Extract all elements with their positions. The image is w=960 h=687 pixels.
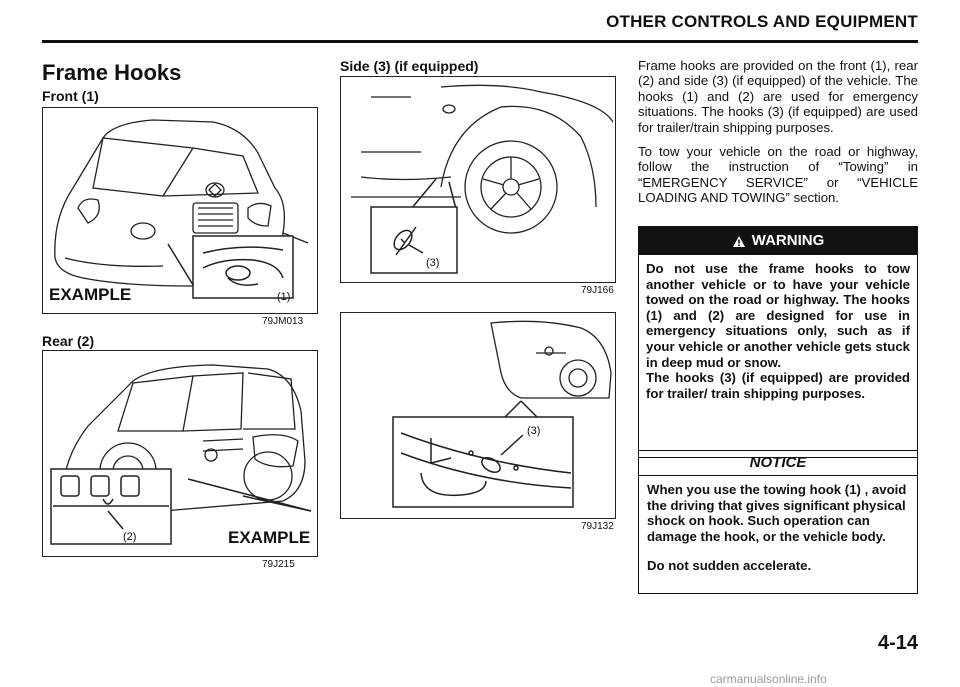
side-detail-figure-code: 79J132 — [581, 521, 614, 532]
side-figure-label: Side (3) (if equipped) — [340, 58, 479, 74]
section-header: OTHER CONTROLS AND EQUIPMENT — [606, 12, 918, 31]
warning-body: Do not use the frame hooks to tow anothe… — [639, 255, 917, 407]
front-hook-figure: EXAMPLE (1) — [42, 107, 318, 314]
warning-box: WARNING Do not use the frame hooks to to… — [638, 226, 918, 458]
warning-triangle-icon — [732, 235, 746, 248]
watermark: carmanualsonline.info — [710, 672, 827, 686]
rear-figure-label: Rear (2) — [42, 333, 95, 349]
warning-title: WARNING — [751, 232, 825, 249]
front-example-label: EXAMPLE — [49, 285, 132, 304]
notice-box: NOTICE When you use the towing hook (1) … — [638, 450, 918, 594]
rear-car-illustration — [50, 364, 312, 545]
side-car-illustration — [351, 84, 614, 274]
rear-hook-callout: (2) — [123, 531, 137, 543]
side-figure-code: 79J166 — [581, 285, 614, 296]
page-number: 4-14 — [877, 632, 918, 654]
rear-hook-figure: (2) EXAMPLE — [42, 350, 318, 557]
warning-paragraph-1: Do not use the frame hooks to tow anothe… — [646, 261, 910, 370]
warning-header: WARNING — [639, 227, 917, 255]
side-hook-detail-figure: (3) — [340, 312, 616, 519]
header-rule — [42, 40, 918, 43]
notice-body: When you use the towing hook (1) , avoid… — [639, 476, 917, 580]
front-figure-label: Front (1) — [42, 88, 99, 104]
side-hook-callout: (3) — [426, 257, 440, 269]
notice-paragraph-2: Do not sudden accelerate. — [647, 558, 812, 574]
section-title: Frame Hooks — [42, 60, 182, 85]
rear-example-label: EXAMPLE — [228, 528, 311, 547]
notice-title: NOTICE — [639, 451, 917, 476]
side-hook-figure: (3) — [340, 76, 616, 283]
front-hook-callout: (1) — [277, 291, 291, 303]
front-car-illustration — [54, 119, 309, 299]
body-paragraph-1: Frame hooks are provided on the front (1… — [638, 58, 918, 135]
rear-figure-code: 79J215 — [262, 559, 295, 570]
front-figure-code: 79JM013 — [262, 316, 304, 327]
body-paragraph-2: To tow your vehicle on the road or highw… — [638, 144, 918, 206]
body-text: Frame hooks are provided on the front (1… — [638, 58, 918, 215]
side-detail-hook-callout: (3) — [527, 425, 541, 437]
warning-paragraph-2: The hooks (3) (if equipped) are provided… — [646, 370, 910, 401]
notice-paragraph-1: When you use the towing hook (1) , avoid… — [647, 482, 907, 544]
side-hook-detail-illustration — [392, 320, 612, 508]
